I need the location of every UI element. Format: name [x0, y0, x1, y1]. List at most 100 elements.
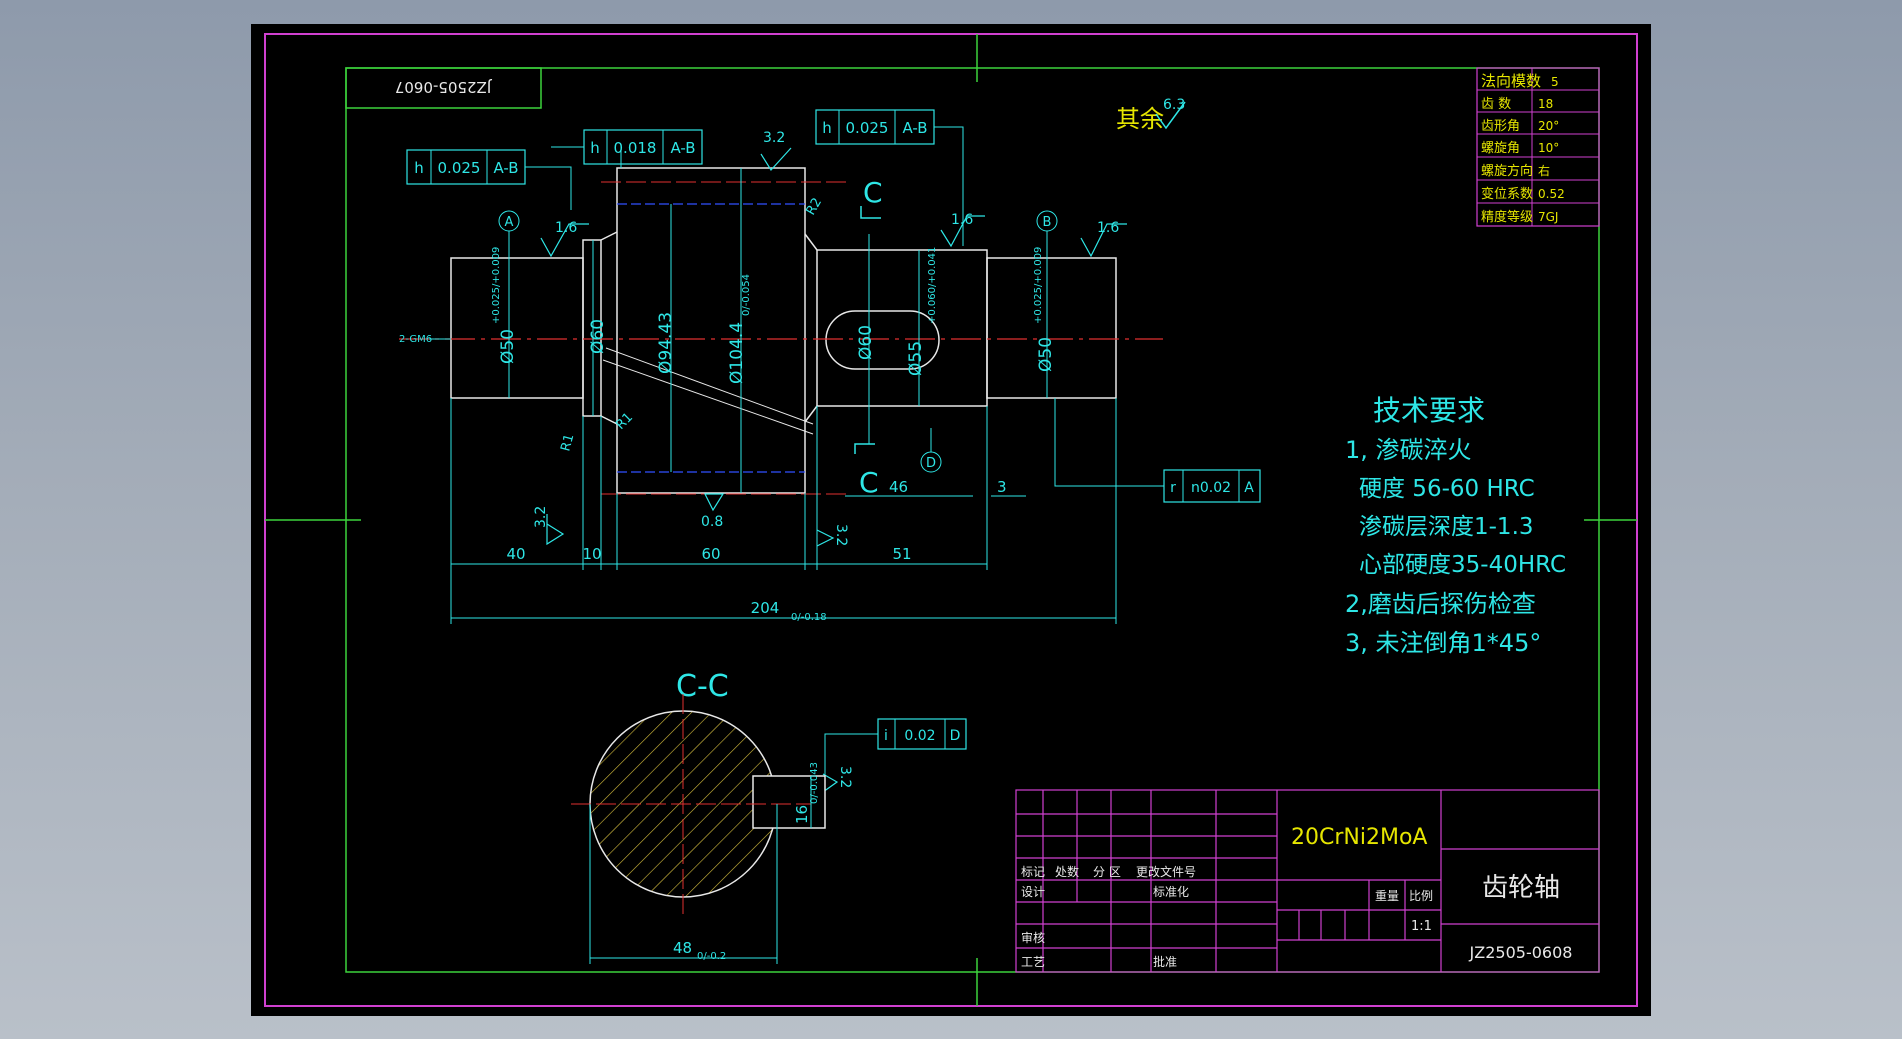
roughness-a: 1.6	[555, 220, 577, 236]
param-value-5: 0.52	[1538, 187, 1565, 201]
tol-frame-1: h 0.025 A-B	[406, 149, 526, 185]
title-block	[1015, 789, 1600, 973]
tol-frame-2: h 0.018 A-B	[583, 129, 703, 165]
drawing-code-upside: JZ2505-0607	[395, 78, 492, 96]
dim-60: 60	[701, 545, 720, 563]
param-label-6: 精度等级	[1481, 209, 1533, 225]
roughness-e: 3.2	[533, 506, 549, 528]
tech-req-line-4: 2,磨齿后探伤检查	[1345, 590, 1536, 618]
param-label-5: 变位系数	[1481, 186, 1533, 202]
section-view	[571, 694, 826, 964]
approve-label: 批准	[1153, 954, 1177, 969]
tech-req-title: 技术要求	[1373, 394, 1485, 427]
process-label: 工艺	[1021, 955, 1045, 969]
svg-text:D: D	[926, 456, 936, 471]
svg-text:h: h	[822, 119, 832, 137]
dim-total: 204	[751, 599, 780, 617]
dim-sec-width: 48	[673, 939, 692, 957]
param-value-6: 7GJ	[1538, 210, 1558, 224]
param-value-4: 右	[1538, 163, 1550, 178]
dim-d60b: Ø60	[856, 325, 876, 360]
drawing-number: JZ2505-0608	[1469, 943, 1573, 962]
tol-frame-5: i 0.02 D	[877, 718, 967, 750]
svg-text:n0.02: n0.02	[1191, 480, 1231, 496]
dim-10: 10	[582, 545, 601, 563]
svg-text:B: B	[1043, 215, 1052, 230]
datum-d: D	[920, 428, 942, 473]
radius-r2: R2	[803, 196, 825, 218]
dim-d104-tol: 0/-0.054	[741, 274, 752, 316]
roughness-d: 3.2	[763, 130, 785, 146]
param-value-0: 5	[1551, 75, 1559, 89]
dim-d50a-tol: +0.025/+0.009	[491, 247, 502, 324]
svg-text:A: A	[505, 215, 514, 230]
svg-text:A-B: A-B	[493, 159, 518, 177]
section-mark-top: C	[863, 176, 883, 209]
dim-d50a: Ø50	[498, 329, 518, 364]
param-value-2: 20°	[1538, 119, 1559, 133]
param-table	[1476, 67, 1600, 227]
dim-d50b: Ø50	[1036, 337, 1056, 372]
svg-text:0.018: 0.018	[614, 139, 657, 157]
weight-label: 重量	[1375, 889, 1399, 903]
code-box	[345, 67, 542, 109]
dim-d55-tol: +0.060/+0.041	[927, 247, 938, 324]
dim-3: 3	[997, 478, 1007, 496]
param-label-2: 齿形角	[1481, 119, 1520, 134]
roughness-f: 0.8	[701, 514, 723, 530]
note-other: 其余	[1116, 105, 1164, 133]
svg-text:A-B: A-B	[670, 139, 695, 157]
section-mark-bottom: C	[859, 466, 879, 499]
cad-drawing: JZ2505-0607 其余 6.3 Ø5	[264, 33, 1638, 1007]
row-label-0: 标记	[1021, 865, 1045, 879]
svg-text:0.025: 0.025	[438, 159, 481, 177]
dim-d50b-tol: +0.025/+0.009	[1033, 247, 1044, 324]
scale-value: 1:1	[1411, 919, 1432, 934]
svg-text:A-B: A-B	[902, 119, 927, 137]
param-label-1: 齿 数	[1481, 97, 1511, 112]
svg-text:D: D	[950, 728, 961, 744]
datum-a: A	[498, 210, 520, 258]
param-label-3: 螺旋角	[1481, 141, 1520, 156]
scale-label: 比例	[1409, 889, 1433, 903]
param-label-4: 螺旋方向	[1481, 163, 1533, 179]
dim-51: 51	[892, 545, 911, 563]
roughness-h: 3.2	[837, 766, 853, 788]
dim-d104: Ø104.4	[727, 322, 747, 384]
dim-d55: Ø55	[906, 341, 926, 376]
design-label: 设计	[1021, 885, 1045, 899]
param-label-0: 法向模数	[1481, 72, 1541, 90]
roughness-b: 1.6	[951, 212, 973, 228]
tech-req-line-3: 心部硬度35-40HRC	[1359, 552, 1566, 578]
row-label-1: 处数	[1055, 864, 1079, 879]
dim-d60a: Ø60	[588, 319, 608, 354]
drawing-sheet: JZ2505-0607 其余 6.3 Ø5	[251, 24, 1651, 1016]
tol-frame-3: h 0.025 A-B	[815, 109, 935, 145]
material: 20CrNi2MoA	[1291, 825, 1427, 850]
center-hole: 2-GM6	[399, 334, 432, 345]
dim-46: 46	[889, 478, 908, 496]
dim-d94: Ø94.43	[656, 312, 676, 374]
standard-label: 标准化	[1153, 885, 1189, 899]
param-value-1: 18	[1538, 97, 1553, 111]
radius-r1: R1	[558, 432, 577, 453]
svg-text:r: r	[1170, 480, 1176, 496]
check-label: 审核	[1021, 930, 1045, 945]
svg-text:i: i	[884, 728, 888, 744]
dim-key-width: 16	[793, 805, 811, 824]
shaft-outline	[450, 167, 1117, 494]
tech-req-line-0: 1, 渗碳淬火	[1345, 436, 1472, 464]
tech-req-line-1: 硬度 56-60 HRC	[1359, 476, 1535, 502]
row-label-3: 更改文件号	[1136, 864, 1196, 879]
dim-40: 40	[506, 545, 525, 563]
roughness-other: 6.3	[1163, 97, 1185, 113]
dim-sec-tol: 0/-0.2	[697, 951, 726, 962]
part-name: 齿轮轴	[1482, 873, 1560, 903]
section-title: C-C	[676, 669, 729, 704]
row-label-2: 分 区	[1093, 865, 1121, 879]
dim-total-tol: 0/-0.18	[791, 612, 827, 623]
param-value-3: 10°	[1538, 141, 1559, 155]
svg-text:0.02: 0.02	[904, 728, 935, 744]
svg-text:h: h	[590, 139, 600, 157]
roughness-c: 1.6	[1097, 220, 1119, 236]
